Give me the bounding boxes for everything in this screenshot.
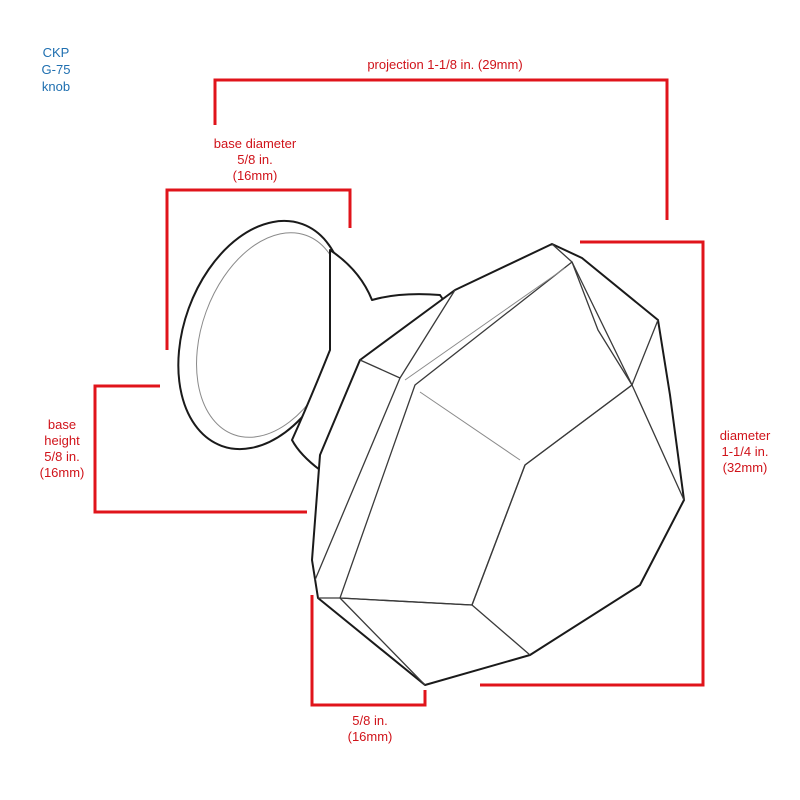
base-height-line-1: base	[47, 417, 77, 432]
diameter-line-2: 1-1/4 in.	[721, 444, 769, 459]
base-diameter-label: base diameter 5/8 in. (16mm)	[190, 136, 320, 184]
product-title: CKP G-75 knob	[26, 44, 86, 95]
projection-label: projection 1-1/8 in. (29mm)	[320, 57, 570, 73]
knob-drawing	[177, 219, 685, 686]
base-diameter-line-2: 5/8 in.	[237, 152, 273, 167]
base-height-line-2: height	[44, 433, 80, 448]
base-height-label: base height 5/8 in. (16mm)	[22, 417, 102, 481]
projection-dimension	[213, 78, 669, 220]
dimension-lines	[93, 78, 705, 707]
base-height-dimension	[93, 384, 307, 514]
bottom-line-1: 5/8 in.	[352, 713, 388, 728]
diameter-label: diameter 1-1/4 in. (32mm)	[703, 428, 787, 476]
base-diameter-line-1: base diameter	[213, 136, 297, 151]
title-line-1: CKP	[42, 45, 70, 60]
diameter-line-1: diameter	[719, 428, 771, 443]
diameter-dimension	[480, 240, 705, 687]
base-height-line-3: 5/8 in.	[44, 449, 80, 464]
title-line-2: G-75	[41, 62, 71, 77]
diameter-line-3: (32mm)	[722, 460, 768, 475]
bottom-line-2: (16mm)	[347, 729, 393, 744]
base-diameter-line-3: (16mm)	[232, 168, 278, 183]
bottom-label: 5/8 in. (16mm)	[320, 713, 420, 745]
base-diameter-dimension	[165, 188, 352, 350]
bottom-dimension	[310, 595, 427, 707]
projection-text: projection 1-1/8 in. (29mm)	[367, 57, 523, 72]
title-line-3: knob	[41, 79, 71, 94]
base-height-line-4: (16mm)	[39, 465, 85, 480]
